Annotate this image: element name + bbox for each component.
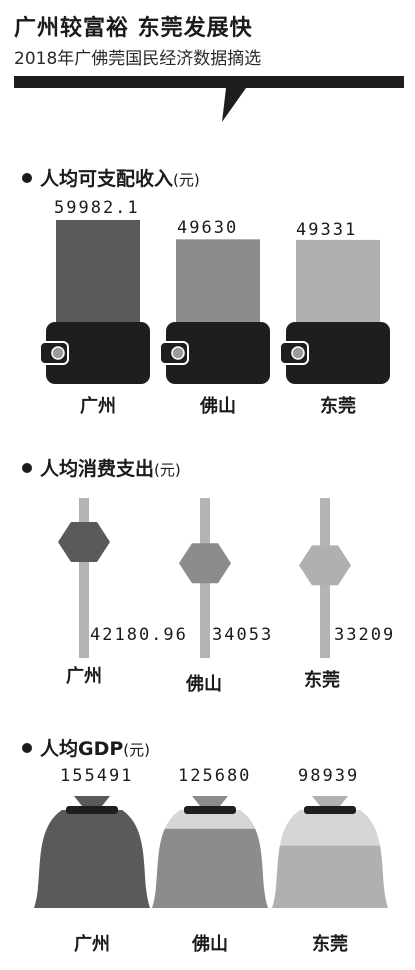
income-value-label-foshan: 49630 — [177, 218, 239, 238]
gdp-bar-foshan — [152, 828, 268, 908]
income-section-title: 人均可支配收入(元) — [22, 164, 200, 191]
gdp-category-foshan: 佛山 — [192, 934, 228, 955]
bullet-icon — [22, 462, 32, 473]
spending-value-label-dongguan: 33209 — [334, 625, 396, 645]
spending-rail-guangzhou — [79, 498, 89, 658]
gdp-value-label-dongguan: 98939 — [298, 766, 360, 786]
gdp-bar-guangzhou — [34, 810, 150, 908]
wallet-icon — [166, 322, 270, 384]
income-bar-guangzhou — [56, 220, 140, 334]
wallet-button-icon — [291, 346, 305, 360]
bag-tie-icon — [304, 806, 356, 814]
wallet-icon — [46, 322, 150, 384]
wallet-icon — [286, 322, 390, 384]
spending-marker-foshan — [179, 543, 231, 584]
wallet-button-icon — [51, 346, 65, 360]
bag-knot-icon — [74, 796, 110, 806]
income-category-guangzhou: 广州 — [80, 396, 116, 417]
bag-knot-icon — [192, 796, 228, 806]
bullet-icon — [22, 172, 32, 183]
gdp-chart — [34, 796, 388, 908]
spending-value-label-foshan: 34053 — [212, 625, 274, 645]
gdp-section-title: 人均GDP(元) — [22, 734, 150, 761]
gdp-value-label-foshan: 125680 — [178, 766, 252, 786]
bag-tie-icon — [184, 806, 236, 814]
wallet-button-icon — [171, 346, 185, 360]
spending-category-guangzhou: 广州 — [66, 666, 102, 687]
income-value-label-dongguan: 49331 — [296, 220, 358, 240]
spending-chart — [58, 498, 351, 658]
spending-section-title: 人均消费支出(元) — [22, 454, 181, 481]
spending-value-label-guangzhou: 42180.96 — [90, 625, 188, 645]
spending-marker-dongguan — [299, 545, 351, 586]
gdp-category-guangzhou: 广州 — [74, 934, 110, 955]
income-bar-dongguan — [296, 239, 380, 334]
spending-category-foshan: 佛山 — [186, 674, 222, 695]
spending-category-dongguan: 东莞 — [304, 670, 340, 691]
income-category-foshan: 佛山 — [200, 396, 236, 417]
income-bar-foshan — [176, 239, 260, 334]
bag-knot-icon — [312, 796, 348, 806]
income-value-label-guangzhou: 59982.1 — [54, 198, 140, 218]
income-category-dongguan: 东莞 — [320, 396, 356, 417]
income-chart — [39, 220, 390, 384]
header-bubble-bar — [14, 76, 404, 122]
gdp-bar-dongguan — [272, 845, 388, 908]
gdp-value-label-guangzhou: 155491 — [60, 766, 134, 786]
page-title: 广州较富裕 东莞发展快 — [14, 16, 253, 41]
page-subtitle: 2018年广佛莞国民经济数据摘选 — [14, 49, 262, 69]
bullet-icon — [22, 742, 32, 753]
gdp-category-dongguan: 东莞 — [312, 934, 348, 955]
spending-marker-guangzhou — [58, 522, 110, 562]
bag-tie-icon — [66, 806, 118, 814]
